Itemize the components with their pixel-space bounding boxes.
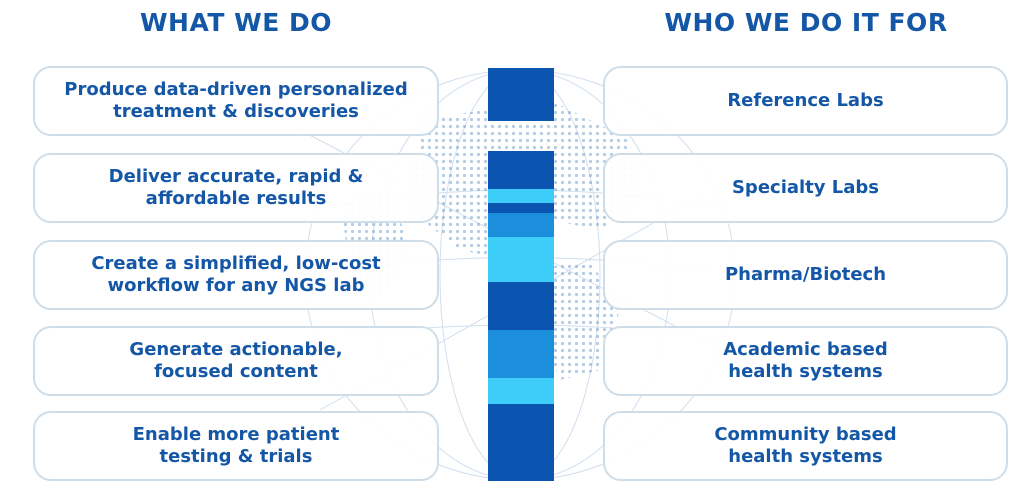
center-bar-segment: [488, 237, 554, 282]
who-we-do-it-for-item: Community based health systems: [603, 411, 1008, 481]
who-we-do-it-for-item: Academic based health systems: [603, 326, 1008, 396]
who-we-do-it-for-item: Specialty Labs: [603, 153, 1008, 223]
center-bar-segment: [488, 378, 554, 404]
what-we-do-item: Produce data-driven personalized treatme…: [33, 66, 439, 136]
center-bar-segment: [488, 404, 554, 481]
what-we-do-heading: WHAT WE DO: [139, 8, 333, 37]
center-bar-segment: [488, 203, 554, 213]
center-bar-segment: [488, 151, 554, 189]
center-bar-segment-top: [488, 68, 554, 121]
who-we-do-it-for-heading: WHO WE DO IT FOR: [664, 8, 948, 37]
who-we-do-it-for-item: Reference Labs: [603, 66, 1008, 136]
center-bar-segment: [488, 330, 554, 378]
center-bar-segment: [488, 189, 554, 203]
what-we-do-item: Generate actionable, focused content: [33, 326, 439, 396]
what-we-do-item: Enable more patient testing & trials: [33, 411, 439, 481]
what-we-do-item: Deliver accurate, rapid & affordable res…: [33, 153, 439, 223]
what-we-do-item: Create a simplified, low-cost workflow f…: [33, 240, 439, 310]
center-bar-segment: [488, 213, 554, 237]
center-bar-segment: [488, 282, 554, 330]
who-we-do-it-for-item: Pharma/Biotech: [603, 240, 1008, 310]
